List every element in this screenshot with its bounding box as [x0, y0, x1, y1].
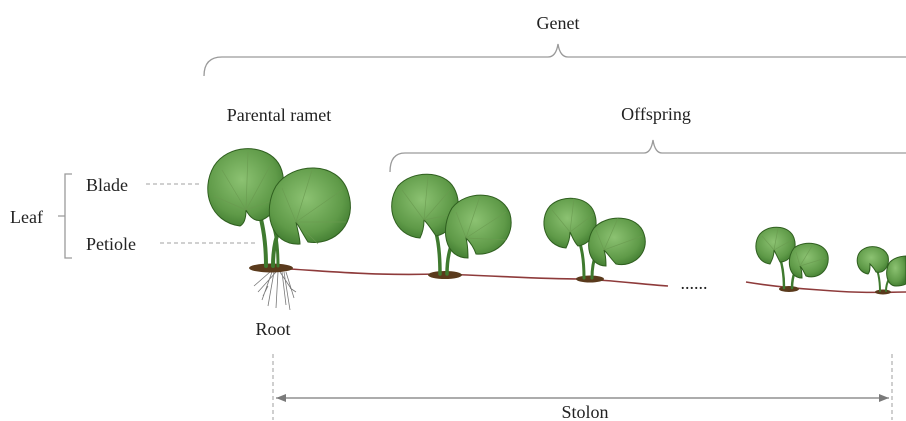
- stolon-arrow-left: [276, 394, 286, 402]
- offspring-ramet-3: [756, 227, 828, 292]
- offspring-4-leaf-blade-1: [857, 247, 888, 274]
- offspring-3-soil: [779, 286, 799, 292]
- genet-brace: [204, 44, 906, 76]
- offspring-brace: [390, 140, 906, 172]
- offspring-1-soil: [428, 271, 462, 279]
- offspring-ramet-4: [857, 247, 906, 295]
- offspring-4-soil: [875, 290, 891, 295]
- offspring-ramet-1: [392, 174, 512, 279]
- petiole-label: Petiole: [86, 234, 136, 254]
- leaf-label: Leaf: [10, 207, 43, 227]
- genet-label: Genet: [537, 13, 580, 33]
- parental-leaf-blade-2: [269, 168, 350, 244]
- offspring-2-leaf-blade-2: [589, 218, 646, 266]
- offspring-3-leaf-blade-2: [789, 243, 828, 278]
- parental-ramet-label: Parental ramet: [227, 105, 331, 125]
- parental-soil: [249, 264, 293, 273]
- offspring-label: Offspring: [621, 104, 691, 124]
- offspring-ramet-2: [544, 198, 645, 283]
- blade-label: Blade: [86, 175, 128, 195]
- offspring-4-leaf-blade-2: [887, 256, 906, 286]
- stolon-arrow-right: [879, 394, 889, 402]
- offspring-2-soil: [576, 276, 604, 283]
- parental-ramet: [208, 149, 351, 310]
- offspring-1-leaf-blade-2: [445, 195, 511, 258]
- ellipsis-mark: ......: [681, 273, 708, 293]
- parental-roots: [254, 272, 296, 310]
- offspring-2-leaf-blade-1: [544, 198, 596, 248]
- root-label: Root: [255, 319, 290, 339]
- leaf-bracket: [58, 174, 72, 258]
- stolon-label: Stolon: [561, 402, 608, 421]
